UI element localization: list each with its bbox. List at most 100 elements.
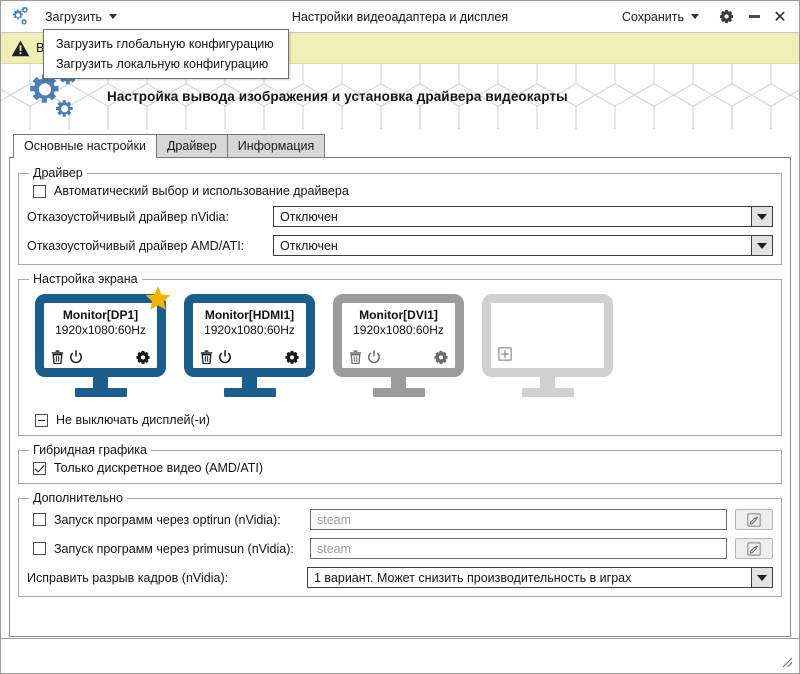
tab-driver[interactable]: Драйвер [155, 134, 228, 158]
optirun-row: Запуск программ через optirun (nVidia): … [27, 509, 773, 530]
screen-group-legend: Настройка экрана [33, 272, 138, 286]
auto-driver-row: Автоматический выбор и использование дра… [27, 184, 773, 198]
menu-item-load-local[interactable]: Загрузить локальную конфигурацию [56, 57, 269, 71]
monitor-base [521, 388, 574, 397]
chevron-down-icon[interactable] [751, 568, 772, 587]
tearing-fix-select[interactable]: 1 вариант. Может снизить производительно… [307, 567, 773, 588]
optirun-label: Запуск программ через optirun (nVidia): [54, 512, 281, 527]
monitor-actions [200, 350, 299, 364]
chevron-down-icon[interactable] [751, 236, 772, 255]
tab-information[interactable]: Информация [226, 134, 326, 158]
gear-icon[interactable] [136, 350, 150, 364]
primary-star-icon [145, 286, 171, 310]
tab-driver-label: Драйвер [166, 139, 217, 153]
nvidia-fallback-label: Отказоустойчивый драйвер nVidia: [27, 209, 229, 224]
tearing-fix-row: Исправить разрыв кадров (nVidia): 1 вари… [27, 567, 773, 588]
app-icon [1, 7, 35, 26]
edit-pencil-icon [747, 512, 761, 527]
warning-text: В [36, 41, 45, 55]
close-icon: ✕ [773, 6, 787, 26]
driver-group: Драйвер Автоматический выбор и использов… [18, 166, 782, 265]
discrete-only-checkbox[interactable] [33, 461, 46, 475]
optirun-edit-button[interactable] [735, 509, 773, 530]
monitor-stand [242, 377, 257, 388]
auto-driver-checkbox[interactable] [33, 184, 46, 198]
load-menu-dropdown: Загрузить глобальную конфигурацию Загруз… [43, 29, 289, 79]
monitor-card[interactable]: Monitor[DVI1] 1920x1080:60Hz [333, 294, 464, 397]
tab-main-settings[interactable]: Основные настройки [13, 134, 157, 158]
extra-group: Дополнительно Запуск программ через opti… [18, 491, 782, 597]
optirun-checkbox[interactable] [33, 513, 46, 526]
nvidia-fallback-select[interactable]: Отключен [273, 206, 773, 227]
tearing-fix-label: Исправить разрыв кадров (nVidia): [27, 570, 229, 585]
trash-icon[interactable] [349, 350, 362, 364]
resize-grip-icon[interactable] [780, 655, 794, 669]
gears-icon [13, 7, 28, 25]
monitor-list: Monitor[DP1] 1920x1080:60Hz [27, 286, 773, 399]
hybrid-graphics-legend: Гибридная графика [33, 443, 147, 457]
minimize-button[interactable] [741, 4, 767, 30]
menu-item-load-global[interactable]: Загрузить глобальную конфигурацию [56, 37, 274, 51]
monitor-stand [540, 377, 555, 388]
discrete-only-row: Только дискретное видео (AMD/ATI) [27, 461, 773, 475]
primusun-input[interactable]: steam [310, 538, 727, 559]
optirun-input[interactable]: steam [310, 509, 727, 530]
monitor-card[interactable]: Monitor[DP1] 1920x1080:60Hz [35, 286, 171, 397]
gear-icon[interactable] [434, 350, 448, 364]
trash-icon[interactable] [51, 350, 64, 364]
add-box-icon[interactable] [498, 347, 512, 361]
power-icon[interactable] [218, 350, 232, 364]
gear-icon[interactable] [285, 350, 299, 364]
keep-display-on-checkbox[interactable] [35, 413, 48, 427]
nvidia-fallback-row: Отказоустойчивый драйвер nVidia: Отключе… [27, 206, 773, 227]
chevron-down-icon [109, 14, 118, 19]
monitor-card[interactable]: Monitor[HDMI1] 1920x1080:60Hz [184, 294, 315, 397]
tab-strip: Основные настройки Драйвер Информация [1, 130, 799, 158]
monitor-actions [51, 350, 150, 364]
amd-fallback-select[interactable]: Отключен [273, 235, 773, 256]
settings-button[interactable] [711, 4, 741, 30]
add-monitor-card[interactable] [482, 294, 613, 397]
power-icon[interactable] [367, 350, 381, 364]
trash-icon[interactable] [200, 350, 213, 364]
keep-display-on-label: Не выключать дисплей(-и) [56, 413, 210, 427]
monitor-mode: 1920x1080:60Hz [204, 323, 295, 337]
banner-title: Настройка вывода изображения и установка… [107, 89, 568, 104]
monitor-base [372, 388, 425, 397]
hybrid-graphics-group: Гибридная графика Только дискретное виде… [18, 443, 782, 484]
close-button[interactable]: ✕ [767, 4, 793, 30]
tab-main-settings-label: Основные настройки [24, 139, 146, 153]
monitor-base [223, 388, 276, 397]
monitor-screen: Monitor[HDMI1] 1920x1080:60Hz [184, 294, 315, 377]
edit-pencil-icon [747, 541, 761, 556]
driver-group-legend: Драйвер [33, 166, 83, 180]
chevron-down-icon [691, 14, 699, 19]
monitor-mode: 1920x1080:60Hz [55, 323, 146, 337]
monitor-screen: Monitor[DP1] 1920x1080:60Hz [35, 294, 166, 377]
primusun-label: Запуск программ через primusun (nVidia): [54, 541, 294, 556]
primusun-row: Запуск программ через primusun (nVidia):… [27, 538, 773, 559]
warning-triangle-icon [11, 40, 30, 56]
load-menu-button[interactable]: Загрузить [37, 6, 126, 27]
minimize-icon [748, 15, 760, 18]
keep-display-on-row: Не выключать дисплей(-и) [27, 413, 773, 427]
amd-fallback-label: Отказоустойчивый драйвер AMD/ATI: [27, 238, 245, 253]
chevron-down-icon[interactable] [751, 207, 772, 226]
monitor-name: Monitor[DP1] [62, 308, 139, 322]
monitor-name: Monitor[DVI1] [359, 308, 438, 322]
monitor-stand [93, 377, 108, 388]
gear-icon [719, 9, 733, 24]
save-menu-button[interactable]: Сохранить [613, 6, 707, 27]
primusun-edit-button[interactable] [735, 538, 773, 559]
monitor-actions [349, 350, 448, 364]
auto-driver-label: Автоматический выбор и использование дра… [54, 184, 349, 198]
amd-fallback-row: Отказоустойчивый драйвер AMD/ATI: Отключ… [27, 235, 773, 256]
monitor-mode: 1920x1080:60Hz [353, 323, 444, 337]
power-icon[interactable] [69, 350, 83, 364]
titlebar-right-controls: Сохранить ✕ [612, 4, 799, 30]
load-menu-label: Загрузить [45, 9, 103, 24]
monitor-actions [498, 347, 597, 364]
tab-information-label: Информация [237, 139, 315, 153]
primusun-checkbox[interactable] [33, 542, 46, 555]
